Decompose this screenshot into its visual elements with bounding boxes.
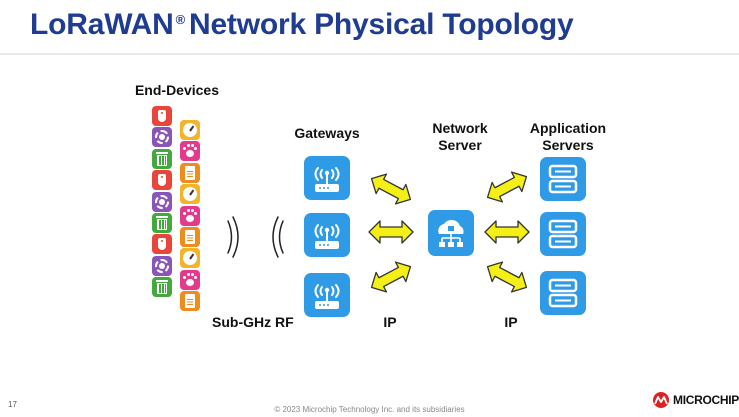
rf-wave-right — [272, 216, 284, 258]
ring-icon — [152, 127, 172, 148]
network-server-label: Network Server — [432, 120, 488, 153]
tag-icon — [152, 234, 172, 255]
application-servers-label: Application Servers — [529, 120, 607, 153]
copyright-notice: © 2023 Microchip Technology Inc. and its… — [274, 405, 465, 414]
application-server-icon — [538, 269, 588, 317]
title-divider — [0, 53, 739, 55]
ip-label: IP — [383, 314, 397, 330]
tag-icon — [152, 170, 172, 191]
slide-title: LoRaWAN®Network Physical Topology — [30, 8, 574, 41]
trash-bin-icon — [152, 212, 172, 233]
trash-bin-icon — [152, 148, 172, 169]
ring-icon — [152, 191, 172, 212]
end-devices-label: End-Devices — [134, 82, 220, 98]
microchip-logo-text: MICROCHIP — [673, 393, 739, 407]
gateway-icon — [303, 212, 351, 258]
meter-icon — [180, 120, 200, 140]
trash-bin-icon — [152, 277, 172, 298]
paw-icon — [180, 269, 200, 290]
application-server-icon — [538, 210, 588, 258]
gateway-icon — [303, 272, 351, 318]
network-server-icon — [428, 210, 474, 256]
keypad-icon — [180, 291, 200, 312]
meter-icon — [180, 248, 200, 269]
gateways-label: Gateways — [294, 125, 360, 141]
microchip-logo-icon — [653, 392, 669, 408]
double-arrow-icon — [481, 256, 533, 298]
microchip-logo: MICROCHIP — [652, 392, 739, 408]
keypad-icon — [180, 226, 200, 247]
double-arrow-icon — [368, 220, 414, 244]
gateway-icon — [303, 155, 351, 201]
ip-label: IP — [504, 314, 518, 330]
ring-icon — [152, 255, 172, 276]
double-arrow-icon — [365, 168, 417, 210]
page-number: 17 — [8, 400, 17, 409]
keypad-icon — [180, 162, 200, 183]
double-arrow-icon — [481, 166, 533, 208]
tag-icon — [152, 106, 172, 126]
end-device-column-1 — [152, 106, 172, 299]
paw-icon — [180, 205, 200, 226]
registered-mark: ® — [175, 12, 186, 27]
rf-label: Sub-GHz RF — [212, 314, 294, 330]
application-server-icon — [538, 155, 588, 203]
rf-wave-left — [227, 216, 239, 258]
meter-icon — [180, 184, 200, 205]
end-device-column-2 — [180, 120, 200, 313]
double-arrow-icon — [484, 220, 530, 244]
double-arrow-icon — [365, 256, 417, 298]
paw-icon — [180, 141, 200, 162]
